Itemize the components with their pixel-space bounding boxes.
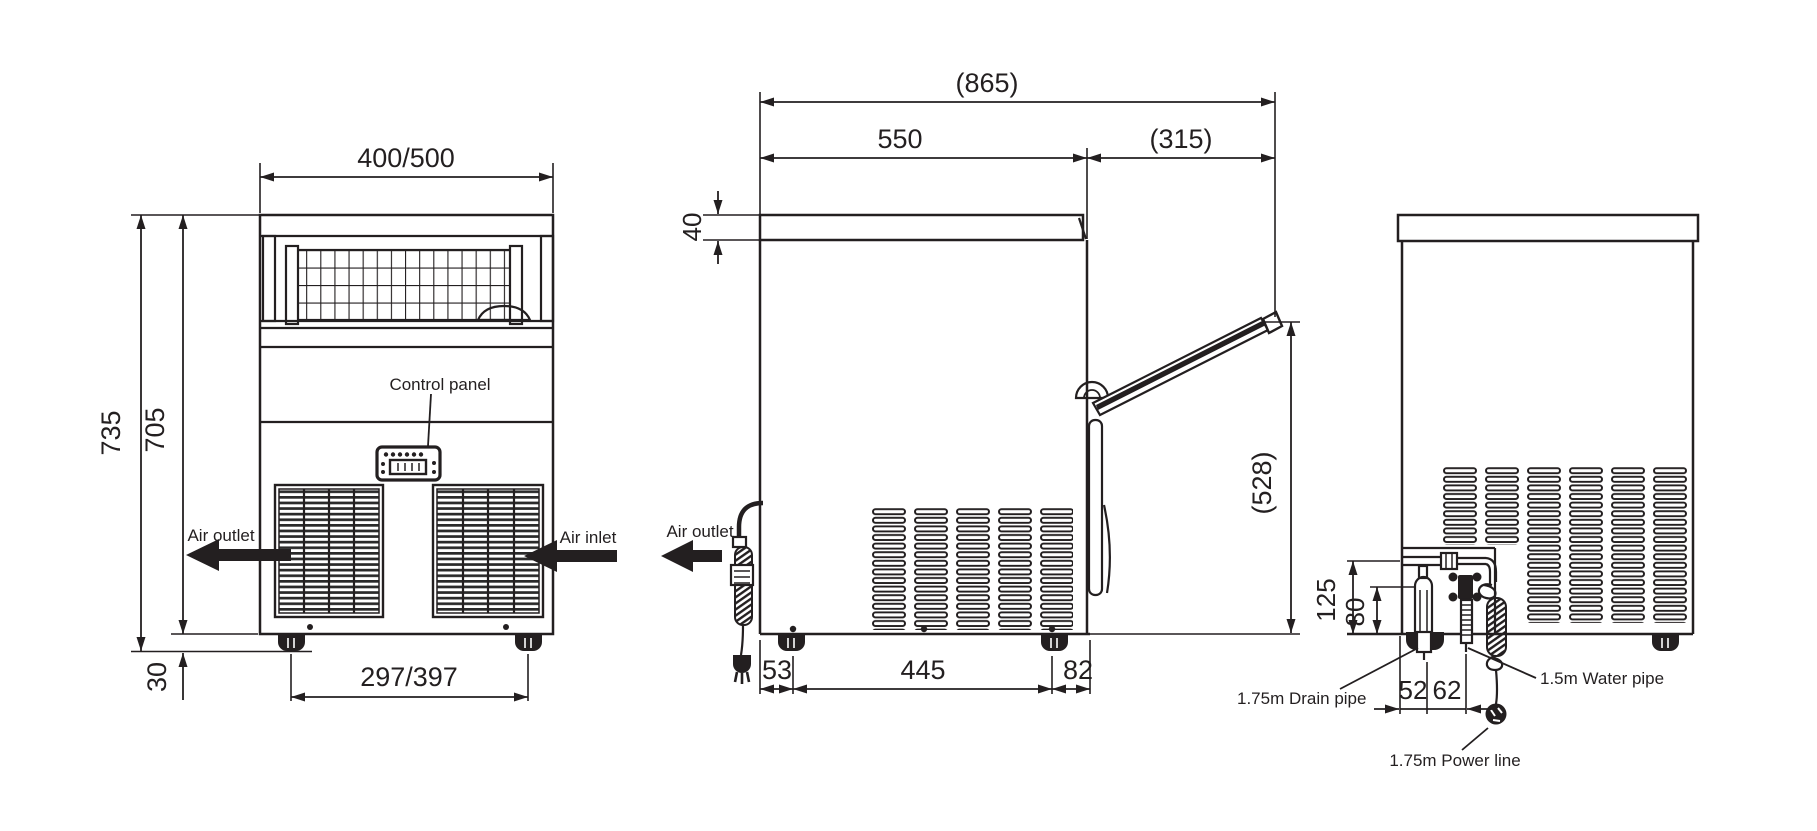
side-view-outline [758, 213, 1111, 652]
side-vent-slats [872, 508, 1073, 630]
side-view: Air outlet (865) 550 (315) 40 (528) [661, 68, 1300, 694]
control-panel-label: Control panel [389, 375, 490, 394]
power-plug-side [733, 655, 751, 673]
control-panel-callout-line [427, 393, 432, 447]
dim-front-height-total: 735 [96, 410, 126, 455]
dim-back-water-height: 125 [1311, 578, 1341, 621]
dim-side-feet-span: 445 [900, 655, 945, 685]
door-pocket [1087, 418, 1104, 597]
front-air-outlet: Air outlet [186, 526, 291, 571]
cord-knot [1477, 583, 1497, 600]
dim-back-water-offset: 62 [1433, 675, 1462, 705]
dim-side-front-offset: 53 [762, 655, 792, 685]
dim-front-width: 400/500 [357, 143, 455, 173]
dim-side-door-swing: (315) [1149, 124, 1212, 154]
side-air-outlet-arrow-icon [661, 540, 722, 572]
water-pipe-label: 1.5m Water pipe [1540, 669, 1664, 688]
open-door [1074, 310, 1284, 417]
side-view-dimensions: (865) 550 (315) 40 (528) 53 445 82 [677, 68, 1300, 694]
dim-side-door-tip-height: (528) [1247, 451, 1277, 514]
front-view: Control panel Air outlet Air inlet [96, 143, 617, 702]
cord-gland-nut [1439, 551, 1459, 571]
side-front-foot [777, 634, 806, 652]
front-left-grille [273, 483, 385, 619]
evaporator-dome [476, 304, 532, 322]
water-pipe-callout-line [1467, 647, 1537, 679]
water-pipe-valve [1448, 572, 1482, 652]
control-panel: Control panel [375, 375, 491, 482]
air-inlet-label: Air inlet [560, 528, 617, 547]
door-hinge [1074, 380, 1110, 400]
ice-tray-grid [290, 248, 520, 322]
side-rear-foot [1040, 634, 1069, 652]
dim-front-height-body: 705 [140, 407, 170, 452]
dim-front-feet-span: 297/397 [360, 662, 458, 692]
air-outlet-label: Air outlet [187, 526, 254, 545]
air-outlet-arrow-icon [186, 539, 291, 571]
dim-side-lid-thickness: 40 [677, 213, 707, 242]
dim-side-depth-total: (865) [955, 68, 1018, 98]
side-cord-assembly [729, 500, 764, 684]
front-right-foot [514, 634, 543, 652]
dim-back-drain-height: 80 [1340, 598, 1370, 627]
front-view-outline [258, 213, 555, 652]
front-right-grille [431, 483, 545, 619]
dim-side-rear-offset: 82 [1063, 655, 1093, 685]
connection-bay: 1.75m Drain pipe 1.5m Water pipe 1.75m P… [1237, 551, 1664, 770]
back-vent-slats-left [1443, 467, 1519, 545]
power-line-callout-line [1461, 727, 1489, 751]
power-line-label: 1.75m Power line [1389, 751, 1520, 770]
front-air-inlet: Air inlet [524, 528, 617, 572]
front-left-foot [277, 634, 306, 652]
control-panel-display [388, 458, 428, 476]
back-view-dimensions: 125 80 52 62 [1311, 560, 1492, 714]
side-air-outlet: Air outlet [661, 522, 734, 572]
air-inlet-arrow-icon [524, 540, 617, 572]
drain-pipe-label: 1.75m Drain pipe [1237, 689, 1366, 708]
dim-side-depth-body: 550 [877, 124, 922, 154]
back-view-outline [1347, 213, 1700, 652]
back-view: 1.75m Drain pipe 1.5m Water pipe 1.75m P… [1237, 213, 1700, 770]
dim-front-feet-height: 30 [142, 662, 172, 692]
dim-back-drain-offset: 52 [1399, 675, 1428, 705]
drain-pipe-callout-line [1339, 647, 1419, 690]
front-view-dimensions: 400/500 735 705 30 297/397 [96, 143, 554, 702]
back-vent-slats-right [1527, 467, 1687, 623]
power-cord-coil [1486, 597, 1507, 657]
side-air-outlet-label: Air outlet [666, 522, 733, 541]
back-right-foot [1651, 634, 1680, 652]
